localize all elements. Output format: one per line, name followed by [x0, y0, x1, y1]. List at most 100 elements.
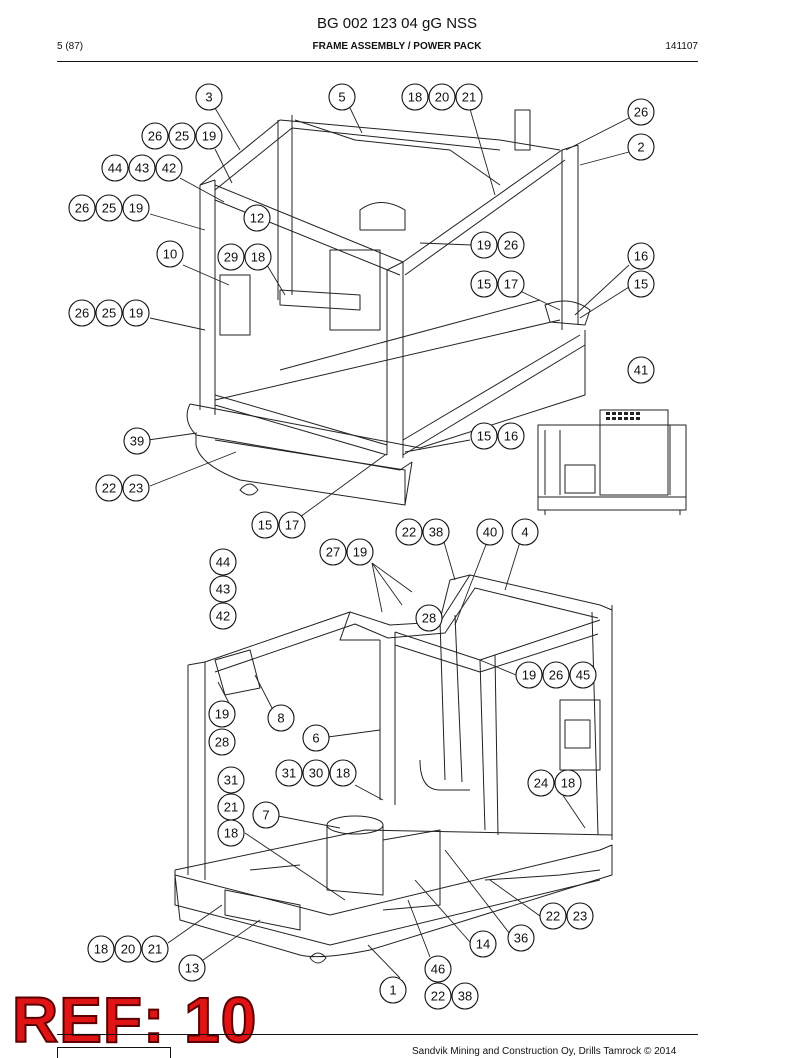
callout-marker: 38 [451, 982, 479, 1010]
callouts: 3 5 18 20 21 26 2 26 25 19 44 43 42 12 2… [68, 83, 655, 1010]
callout-marker: 3 [195, 83, 223, 111]
callout-marker: 15 [627, 270, 655, 298]
callout-marker: 26 [141, 122, 169, 150]
svg-text:38: 38 [429, 525, 443, 540]
svg-text:26: 26 [75, 306, 89, 321]
svg-text:46: 46 [431, 962, 445, 977]
svg-text:15: 15 [477, 429, 491, 444]
callout-marker: 20 [114, 935, 142, 963]
callout-marker: 15 [470, 270, 498, 298]
callout-marker: 30 [302, 759, 330, 787]
svg-text:10: 10 [163, 247, 177, 262]
callout-marker: 28 [208, 728, 236, 756]
callout-marker: 26 [68, 194, 96, 222]
callout-marker: 18 [217, 819, 245, 847]
callout-marker: 6 [302, 724, 330, 752]
callout-marker: 18 [554, 769, 582, 797]
svg-text:42: 42 [162, 161, 176, 176]
svg-text:31: 31 [282, 766, 296, 781]
callout-marker: 27 [319, 538, 347, 566]
svg-text:18: 18 [224, 826, 238, 841]
callout-marker: 24 [527, 769, 555, 797]
leader-lines [147, 107, 630, 979]
svg-text:15: 15 [634, 277, 648, 292]
callout-marker: 21 [141, 935, 169, 963]
callout-marker: 22 [395, 518, 423, 546]
document-number: BG 002 123 04 gG NSS [316, 15, 478, 32]
callout-marker: 16 [627, 242, 655, 270]
svg-text:3: 3 [205, 90, 212, 105]
svg-text:17: 17 [285, 518, 299, 533]
callout-marker: 25 [95, 299, 123, 327]
svg-text:4: 4 [521, 525, 528, 540]
svg-text:5: 5 [338, 90, 345, 105]
callout-marker: 19 [208, 700, 236, 728]
callout-marker: 29 [217, 243, 245, 271]
callout-marker: 43 [209, 575, 237, 603]
svg-text:15: 15 [258, 518, 272, 533]
svg-text:18: 18 [561, 776, 575, 791]
callout-marker: 15 [470, 422, 498, 450]
callout-marker: 44 [101, 154, 129, 182]
svg-text:19: 19 [202, 129, 216, 144]
svg-text:19: 19 [522, 668, 536, 683]
frame-assembly-drawing [186, 109, 591, 506]
ref-stamp: REF: 10 [11, 984, 258, 1056]
callout-marker: 42 [209, 602, 237, 630]
callout-marker: 17 [497, 270, 525, 298]
callout-marker: 45 [569, 661, 597, 689]
svg-text:18: 18 [94, 942, 108, 957]
svg-text:24: 24 [534, 776, 548, 791]
svg-text:30: 30 [309, 766, 323, 781]
callout-marker: 5 [328, 83, 356, 111]
callout-marker: 23 [122, 474, 150, 502]
svg-text:16: 16 [504, 429, 518, 444]
svg-text:22: 22 [102, 481, 116, 496]
svg-text:16: 16 [634, 249, 648, 264]
svg-text:25: 25 [175, 129, 189, 144]
svg-text:45: 45 [576, 668, 590, 683]
svg-text:1: 1 [389, 983, 396, 998]
callout-marker: 18 [244, 243, 272, 271]
svg-text:20: 20 [121, 942, 135, 957]
callout-marker: 40 [476, 518, 504, 546]
callout-marker: 19 [470, 231, 498, 259]
svg-text:28: 28 [422, 611, 436, 626]
svg-text:27: 27 [326, 545, 340, 560]
callout-marker: 19 [195, 122, 223, 150]
svg-text:44: 44 [216, 555, 230, 570]
callout-marker: 20 [428, 83, 456, 111]
svg-text:31: 31 [224, 773, 238, 788]
svg-text:15: 15 [477, 277, 491, 292]
callout-marker: 26 [542, 661, 570, 689]
svg-text:40: 40 [483, 525, 497, 540]
svg-text:23: 23 [573, 909, 587, 924]
svg-text:28: 28 [215, 735, 229, 750]
callout-marker: 12 [243, 204, 271, 232]
svg-text:26: 26 [504, 238, 518, 253]
svg-text:21: 21 [224, 800, 238, 815]
svg-text:20: 20 [435, 90, 449, 105]
svg-text:38: 38 [458, 989, 472, 1004]
svg-text:19: 19 [215, 707, 229, 722]
svg-text:22: 22 [431, 989, 445, 1004]
callout-marker: 25 [95, 194, 123, 222]
svg-text:43: 43 [216, 582, 230, 597]
callout-marker: 36 [507, 924, 535, 952]
svg-text:22: 22 [546, 909, 560, 924]
callout-marker: 19 [122, 299, 150, 327]
power-pack-drawing [537, 409, 687, 515]
svg-text:26: 26 [634, 105, 648, 120]
svg-text:19: 19 [129, 306, 143, 321]
svg-text:26: 26 [549, 668, 563, 683]
callout-marker: 4 [511, 518, 539, 546]
callout-marker: 28 [415, 604, 443, 632]
callout-marker: 42 [155, 154, 183, 182]
svg-text:18: 18 [251, 250, 265, 265]
callout-marker: 22 [424, 982, 452, 1010]
callout-marker: 39 [123, 427, 151, 455]
svg-text:42: 42 [216, 609, 230, 624]
svg-text:18: 18 [336, 766, 350, 781]
callout-marker: 21 [217, 793, 245, 821]
